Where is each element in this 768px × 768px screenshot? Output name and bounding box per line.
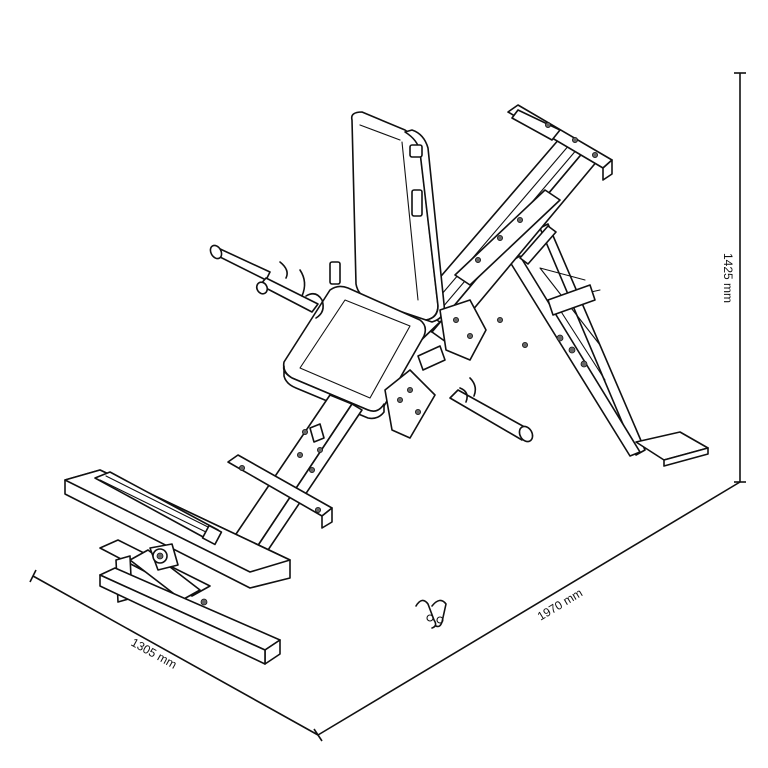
height-label: 1425 mm xyxy=(721,253,735,303)
weight-horn-left xyxy=(209,244,341,319)
backrest-pad xyxy=(350,111,446,323)
rail-top-crossbar xyxy=(507,104,613,181)
rear-support-frame xyxy=(509,223,709,467)
seat-pad xyxy=(282,285,427,420)
front-base-bar xyxy=(99,567,281,665)
weight-horn-right xyxy=(449,377,534,443)
pivot-plates xyxy=(384,299,529,439)
length-label: 1970 mm xyxy=(535,586,585,624)
sled-carriage xyxy=(454,189,561,286)
width-dimension-line xyxy=(32,575,319,736)
front-crossbar xyxy=(227,454,333,529)
leg-press-machine xyxy=(64,104,709,665)
length-dimension-line xyxy=(317,481,741,736)
foot-platform xyxy=(64,469,291,589)
spring-clips xyxy=(415,599,447,629)
dimension-lines xyxy=(29,72,746,742)
